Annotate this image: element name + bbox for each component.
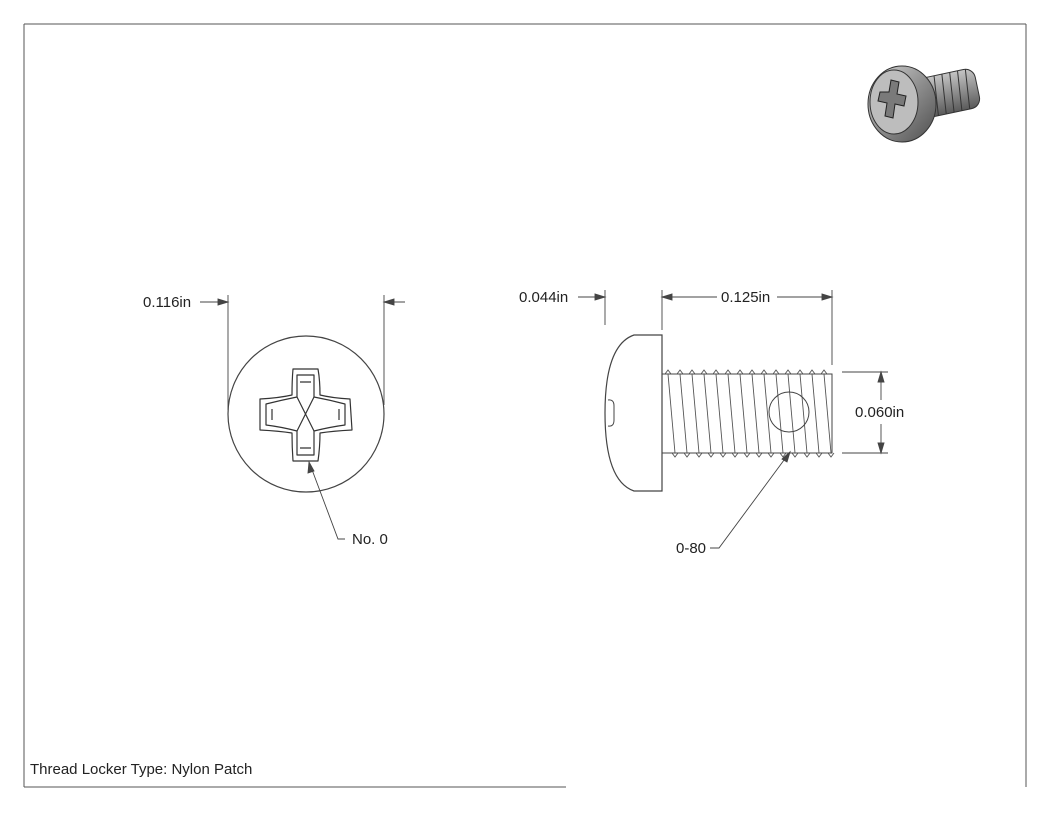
thread-crest-line — [703, 373, 712, 454]
thread-crest-line — [799, 373, 808, 454]
thread-tooth — [784, 369, 799, 458]
thread-tooth — [676, 369, 691, 458]
thread-tooth — [796, 369, 811, 458]
head-diameter-dimension — [200, 295, 405, 410]
thread-crest-line — [811, 373, 820, 454]
thread-crest-line — [727, 373, 736, 454]
drive-size-label: No. 0 — [352, 531, 388, 548]
thread-tooth — [664, 369, 679, 458]
pan-head-profile — [604, 334, 663, 492]
screw-side-view — [578, 290, 888, 549]
thread-size-leader — [710, 450, 791, 549]
thread-tooth — [712, 369, 727, 458]
thread-diameter-label: 0.060in — [855, 404, 905, 421]
phillips-recess — [259, 368, 353, 462]
drawing-border — [23, 23, 1027, 788]
thread-tooth — [760, 369, 775, 458]
thread-tooth — [688, 369, 703, 458]
thread-tooth — [772, 369, 787, 458]
thread-length-dimension — [660, 290, 834, 365]
thread-crest-line — [823, 373, 832, 454]
isometric-thumbnail — [867, 65, 981, 143]
thread-crest-line — [691, 373, 700, 454]
thread-tooth — [724, 369, 739, 458]
threaded-shank — [662, 373, 833, 454]
thread-size-label: 0-80 — [676, 540, 707, 557]
thread-crest-line — [679, 373, 688, 454]
nylon-patch — [768, 391, 810, 433]
head-diameter-label: 0.116in — [143, 294, 192, 311]
head-height-dimension — [578, 290, 663, 330]
thread-tooth — [736, 369, 751, 458]
thread-tooth — [808, 369, 823, 458]
thread-tooth — [820, 369, 835, 458]
thread-lines — [664, 369, 835, 458]
head-front-view — [200, 295, 405, 540]
thread-crest-line — [739, 373, 748, 454]
head-height-label: 0.044in — [519, 289, 569, 306]
thread-crest-line — [775, 373, 784, 454]
thread-length-label: 0.125in — [721, 289, 771, 306]
thread-crest-line — [787, 373, 796, 454]
thread-tooth — [700, 369, 715, 458]
thread-crest-line — [763, 373, 772, 454]
drive-size-leader — [307, 460, 345, 540]
thread-crest-line — [667, 373, 676, 454]
thread-crest-line — [751, 373, 760, 454]
thread-locker-note: Thread Locker Type: Nylon Patch — [30, 761, 253, 778]
thread-tooth — [748, 369, 763, 458]
thread-diameter-dimension — [842, 370, 888, 455]
thread-crest-line — [715, 373, 724, 454]
